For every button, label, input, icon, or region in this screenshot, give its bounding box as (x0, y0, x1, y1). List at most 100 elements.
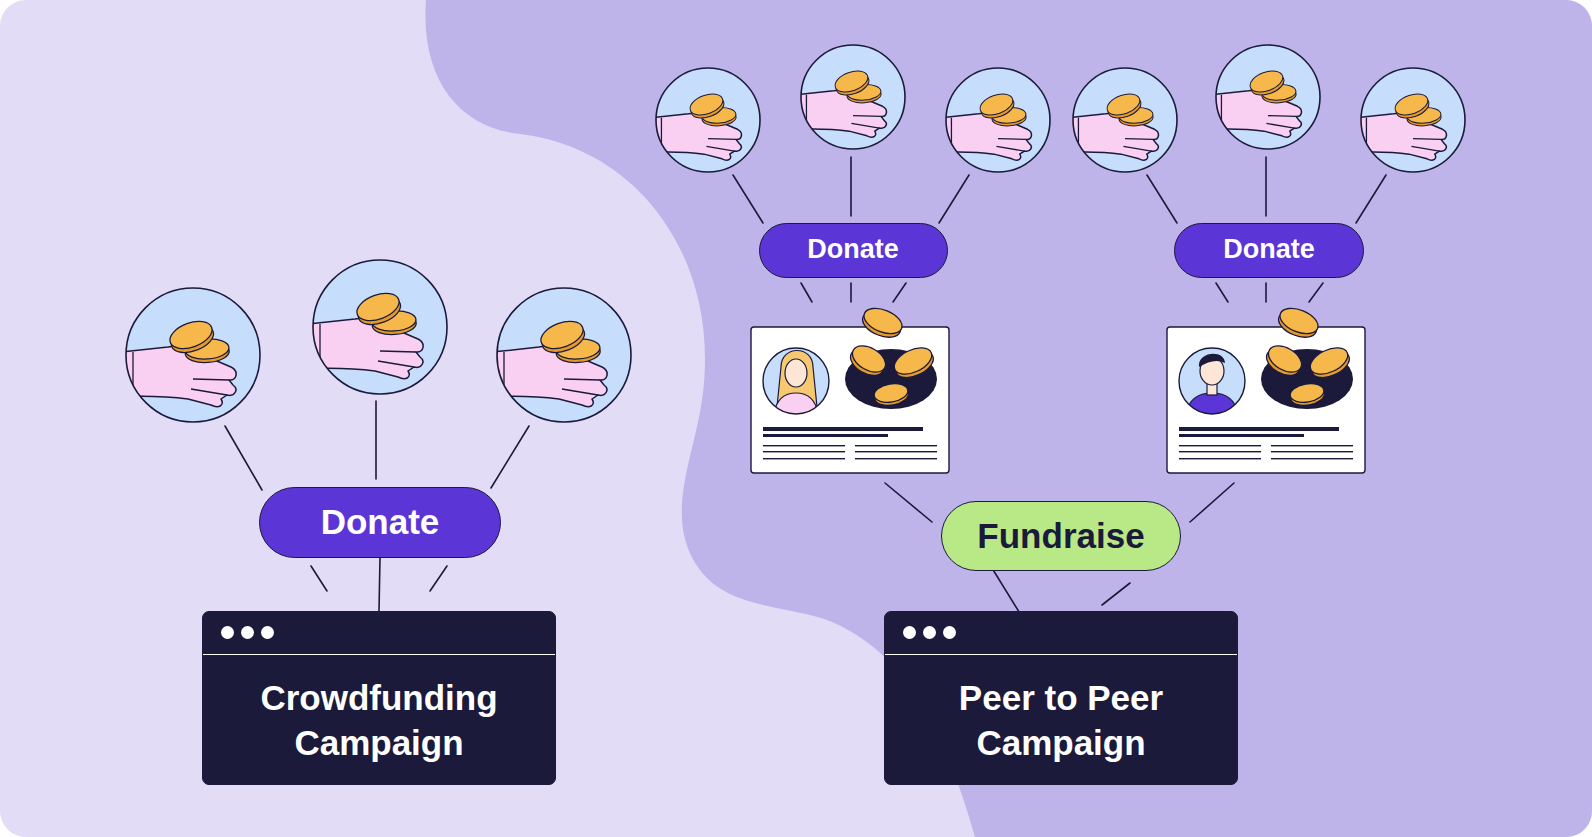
coin (166, 316, 217, 358)
avatar-body (773, 393, 819, 419)
text-line (1271, 445, 1353, 446)
text-line (763, 451, 845, 452)
leader-line (1356, 175, 1386, 223)
coin-face (1264, 340, 1306, 377)
coin (873, 381, 910, 408)
text-line (1179, 445, 1261, 446)
campaign-title: Crowdfunding Campaign (229, 675, 529, 766)
coin (832, 67, 872, 99)
coin-face (537, 316, 587, 354)
leader-line (491, 426, 529, 488)
coin-face (687, 90, 725, 119)
leader-line (375, 401, 377, 479)
coin (1289, 381, 1326, 408)
fundraise-pill: Fundraise (941, 501, 1181, 571)
action-label: Fundraise (977, 517, 1144, 556)
leader-line (733, 175, 763, 223)
window-bar (203, 612, 555, 655)
coin (1392, 90, 1432, 122)
fundraiser-page (751, 303, 949, 473)
text-line (1179, 451, 1261, 452)
avatar-outline (1179, 348, 1245, 414)
leader-line (1216, 283, 1228, 302)
page-card (1167, 327, 1365, 473)
text-line (855, 458, 937, 459)
text-line (763, 445, 845, 446)
leader-line (1147, 175, 1177, 223)
text-line (855, 445, 937, 446)
connector-line (379, 558, 380, 612)
leader-line (801, 283, 812, 302)
coin (1104, 90, 1144, 122)
avatar (1185, 354, 1239, 419)
leader-line (430, 566, 447, 591)
background-wave (425, 0, 1592, 837)
coin-face (848, 340, 890, 377)
donation-icon (1063, 68, 1177, 172)
avatar-body (1185, 393, 1239, 419)
donate-pill: Donate (1174, 223, 1364, 278)
text-bar (763, 427, 923, 431)
leader-line (850, 157, 852, 216)
text-line (1271, 458, 1353, 459)
icon-outline (497, 288, 631, 422)
coin-face (1289, 381, 1326, 405)
text-line (855, 451, 937, 452)
leader-line (939, 175, 969, 223)
coin (977, 90, 1017, 122)
donation-icon (300, 260, 447, 394)
donate-pill: Donate (759, 223, 948, 278)
window-dot (923, 626, 936, 639)
icon-outline (313, 260, 447, 394)
action-label: Donate (321, 503, 440, 542)
leader-line (893, 283, 906, 302)
coin-face (1306, 343, 1352, 380)
coin-face (873, 381, 910, 405)
window-bar (885, 612, 1237, 655)
coin-face (166, 316, 216, 354)
coin-face (860, 303, 905, 338)
donation-icon (1206, 45, 1320, 149)
connector-line (994, 571, 1019, 611)
coin-face (1247, 67, 1285, 96)
text-line (1179, 458, 1261, 459)
action-label: Donate (1223, 235, 1315, 265)
leader-line (1309, 283, 1323, 302)
text-bar (1179, 427, 1339, 431)
icon-outline (656, 68, 760, 172)
donate-pill: Donate (259, 487, 501, 558)
donation-icon (484, 288, 631, 422)
campaign-window: Peer to Peer Campaign (884, 611, 1238, 785)
page-card (751, 327, 949, 473)
leader-line (885, 483, 932, 522)
coin (846, 340, 890, 380)
avatar-face (785, 359, 807, 387)
coin-face (832, 67, 870, 96)
coin-face (890, 343, 936, 380)
coin (353, 288, 404, 330)
action-label: Donate (807, 235, 899, 265)
icon-outline (946, 68, 1050, 172)
campaign-title: Peer to Peer Campaign (911, 675, 1211, 766)
text-bar (763, 434, 888, 437)
coin (890, 343, 937, 383)
leader-line (1102, 583, 1130, 605)
coin (1275, 303, 1322, 342)
donation-icon (791, 45, 905, 149)
avatar (773, 351, 819, 420)
donation-icon (936, 68, 1050, 172)
text-line (1271, 451, 1353, 452)
window-dot (221, 626, 234, 639)
coin (1262, 340, 1306, 380)
window-dot (903, 626, 916, 639)
avatar-outline (763, 348, 829, 414)
icon-outline (1361, 68, 1465, 172)
coin-face (1392, 90, 1430, 119)
icon-outline (1073, 68, 1177, 172)
donation-icon (113, 288, 260, 422)
avatar-hair (1199, 354, 1225, 367)
campaign-window: Crowdfunding Campaign (202, 611, 556, 785)
